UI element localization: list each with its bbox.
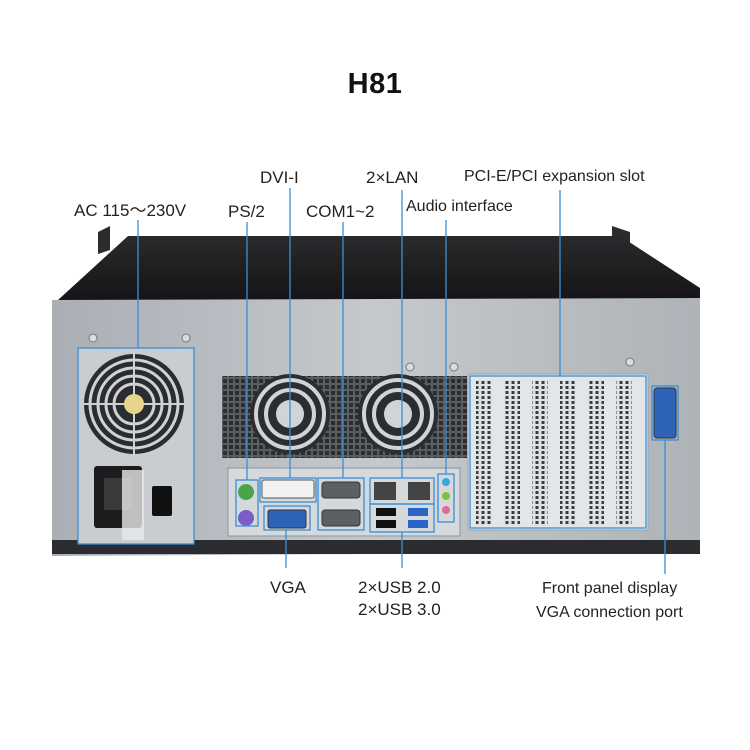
label-audio: Audio interface <box>406 198 513 215</box>
callout-lines <box>137 188 666 574</box>
ps2-port <box>238 484 254 500</box>
label-front-panel: Front panel display <box>542 580 678 597</box>
label-usb2: 2×USB 2.0 <box>358 578 441 597</box>
lan-port <box>408 482 430 500</box>
com2-port <box>321 509 361 527</box>
audio-jack <box>442 478 450 486</box>
usb2-port <box>376 508 396 516</box>
screw <box>625 357 635 367</box>
usb3-port <box>408 508 428 516</box>
screw <box>449 362 459 372</box>
screw <box>88 333 98 343</box>
mounting-ear-left <box>98 226 110 254</box>
label-pci: PCI-E/PCI expansion slot <box>464 168 645 185</box>
screw <box>181 333 191 343</box>
audio-jack <box>442 492 450 500</box>
system-fans <box>222 374 467 458</box>
label-ac-power: AC 115～230V <box>74 201 187 220</box>
usb3-port <box>408 520 428 528</box>
psu-sticker <box>122 470 144 540</box>
chassis-bottom <box>52 540 700 554</box>
label-lan: 2×LAN <box>366 168 419 187</box>
ps2-port <box>238 510 254 526</box>
vga-port <box>267 509 307 529</box>
label-dvi: DVI-I <box>260 168 299 187</box>
label-usb3: 2×USB 3.0 <box>358 600 441 619</box>
power-switch <box>152 486 172 516</box>
product-title: H81 <box>347 68 403 100</box>
power-supply <box>77 347 195 545</box>
com1-port <box>321 481 361 499</box>
front-panel-vga-port <box>653 387 677 439</box>
usb2-port <box>376 520 396 528</box>
audio-jack <box>442 506 450 514</box>
label-ps2: PS/2 <box>228 202 265 221</box>
label-com: COM1~2 <box>306 202 375 221</box>
screw <box>405 362 415 372</box>
lan-port <box>374 482 396 500</box>
label-vga-connection: VGA connection port <box>536 604 683 621</box>
io-shield <box>227 467 461 537</box>
label-vga: VGA <box>270 578 306 597</box>
chassis-top <box>58 236 700 312</box>
dvi-port <box>261 479 315 499</box>
expansion-slots <box>467 373 649 531</box>
